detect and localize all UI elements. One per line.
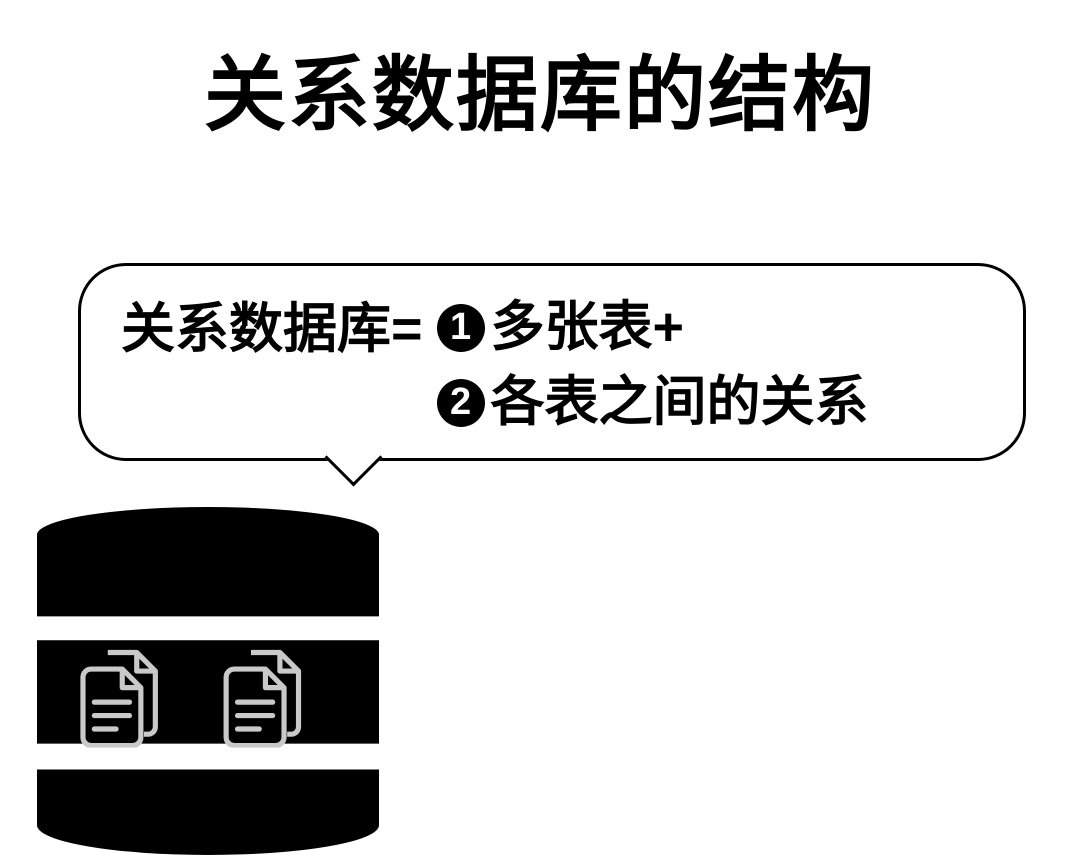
number-1-circle-icon: 1	[436, 303, 485, 352]
database-cylinder-icon	[35, 507, 381, 855]
speech-bubble: 关系数据库= 1 多张表+ 2 各表之间的关系	[78, 263, 1026, 487]
speech-bubble-tail-icon	[324, 428, 383, 487]
bubble-equation-label: 关系数据库=	[121, 299, 423, 359]
bubble-item-list: 1 多张表+ 2 各表之间的关系	[436, 297, 869, 433]
document-stack-icon	[226, 652, 298, 745]
number-2-circle-icon: 2	[436, 379, 485, 428]
cylinder-gap-bottom	[35, 743, 381, 770]
bubble-item-1: 1 多张表+	[436, 297, 869, 357]
bubble-item-1-text: 多张表+	[490, 297, 685, 357]
page-title: 关系数据库的结构	[203, 50, 876, 141]
bubble-item-2-text: 各表之间的关系	[490, 372, 869, 433]
document-stack-icon	[83, 652, 155, 745]
bubble-item-2: 2 各表之间的关系	[436, 372, 869, 433]
cylinder-gap-top	[35, 616, 381, 641]
bubble-content: 关系数据库= 1 多张表+ 2 各表之间的关系	[81, 266, 1023, 433]
